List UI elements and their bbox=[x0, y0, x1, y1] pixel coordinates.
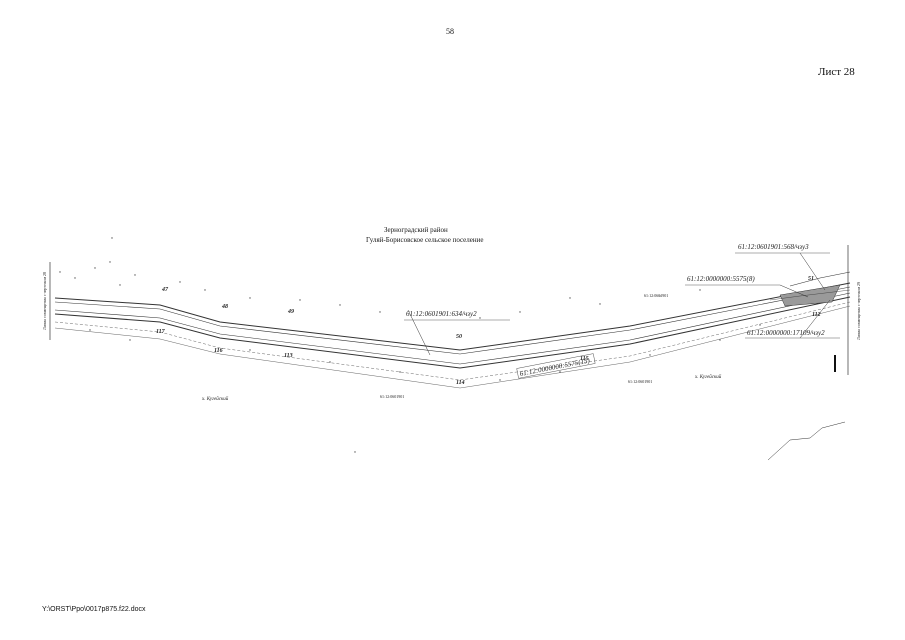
locality-label: х. Кугейский bbox=[694, 374, 722, 380]
locality-label: х. Кугейский bbox=[201, 396, 229, 402]
quarter-label: 61:12:0601901 bbox=[628, 379, 652, 384]
district-title: Зерноградский район bbox=[384, 226, 448, 234]
right-match-label: Линия совмещения с чертежом 29 bbox=[856, 282, 861, 340]
parcel-number: 115 bbox=[580, 356, 589, 362]
leader-line-3 bbox=[799, 252, 826, 291]
leader-line-5 bbox=[799, 299, 831, 339]
parcel-boundary-2 bbox=[769, 289, 851, 301]
corridor-top-outer bbox=[54, 282, 851, 351]
corridor-top-inner bbox=[54, 286, 851, 355]
cadastral-label-2: 61:12:0000000:5575(8) bbox=[687, 275, 755, 283]
cadastral-label-4-box bbox=[516, 353, 596, 379]
parcel-number: 49 bbox=[287, 309, 294, 315]
pipeline-corridor bbox=[54, 282, 851, 389]
parcel-number: 117 bbox=[156, 329, 166, 335]
parcel-number: 112 bbox=[812, 312, 821, 318]
road-edge-line bbox=[54, 301, 851, 381]
cadastral-label-1: 61:12:0601901:634/чзу2 bbox=[406, 310, 477, 318]
cadastral-label-3: 61:12:0601901:568/чзу3 bbox=[738, 243, 809, 251]
parcel-number: 50 bbox=[456, 334, 462, 340]
parcel-number: 48 bbox=[221, 304, 228, 310]
corridor-bottom-outer bbox=[54, 296, 851, 369]
leader-line-1 bbox=[407, 309, 431, 356]
footer-file-path: Y:\ORST\Ppo\0017p875.f22.docx bbox=[42, 606, 146, 613]
quarter-label: 61:12:0601901 bbox=[644, 293, 668, 298]
river-outline bbox=[767, 421, 846, 461]
parcel-number: 47 bbox=[161, 287, 169, 293]
leader-line-2 bbox=[779, 284, 809, 298]
parcel-number: 116 bbox=[214, 348, 223, 354]
parcel-number: 51 bbox=[808, 276, 814, 282]
cadastral-label-5: 61:12:0000000:17109/чзу2 bbox=[747, 329, 825, 337]
parcel-boundary bbox=[789, 271, 851, 287]
parcel-number: 113 bbox=[284, 353, 293, 359]
quarter-label: 61:12:0601901 bbox=[380, 394, 404, 399]
left-match-label: Линия совмещения с чертежом 28 bbox=[42, 272, 47, 330]
survey-points bbox=[59, 237, 761, 453]
parcel-number: 114 bbox=[456, 380, 465, 386]
corridor-bottom-inner bbox=[54, 292, 851, 365]
road-edge-line-2 bbox=[54, 305, 851, 389]
hatched-parcel bbox=[779, 284, 841, 307]
sheet-label: Лист 28 bbox=[818, 66, 855, 78]
page-number: 58 bbox=[446, 27, 454, 36]
settlement-title: Гуляй-Борисовское сельское поселение bbox=[366, 236, 484, 244]
